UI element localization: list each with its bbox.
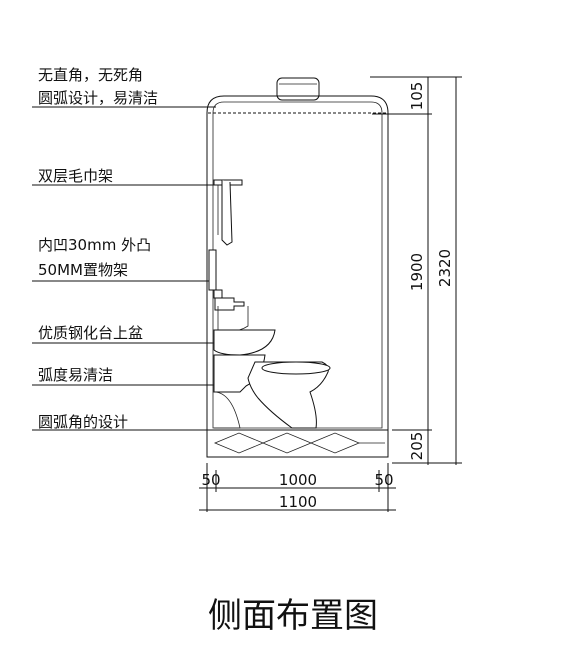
recessed-shelf: [208, 249, 217, 291]
callout-basin: 优质钢化台上盆: [38, 324, 143, 342]
dim-top: 105: [408, 82, 426, 111]
cabin-base: [206, 429, 389, 458]
callout-curve-easy-clean: 弧度易清洁: [38, 366, 113, 384]
dim-total-height: 2320: [436, 249, 454, 287]
callout-shelf-line1: 内凹30mm 外凸: [38, 236, 151, 254]
cabin-outer-wall: [206, 95, 389, 431]
dim-total-width: 1100: [279, 493, 317, 511]
callout-shelf-line2: 50MM置物架: [38, 261, 128, 279]
dim-middle: 1900: [408, 253, 426, 291]
towel-icon: [221, 180, 233, 246]
toilet-seat: [261, 361, 331, 375]
dim-width-middle: 1000: [279, 471, 317, 489]
faucet-base: [213, 289, 223, 299]
drawing-caption: 侧面布置图: [208, 596, 378, 636]
dim-width-right: 50: [374, 471, 393, 489]
dim-width-left: 50: [201, 471, 220, 489]
dim-bottom: 205: [408, 432, 426, 461]
callout-rounded-corner: 圆弧角的设计: [38, 413, 128, 431]
basin-icon: [213, 329, 276, 356]
drain-housing: [213, 391, 241, 429]
callout-no-corners-line1: 无直角，无死角: [38, 66, 143, 84]
faucet-icon: [214, 297, 245, 311]
roof-vent: [276, 77, 320, 101]
cabin-inner-wall: [212, 101, 383, 429]
callout-no-corners-line2: 圆弧设计，易清洁: [38, 89, 158, 107]
callout-towel-rack: 双层毛巾架: [38, 167, 113, 185]
